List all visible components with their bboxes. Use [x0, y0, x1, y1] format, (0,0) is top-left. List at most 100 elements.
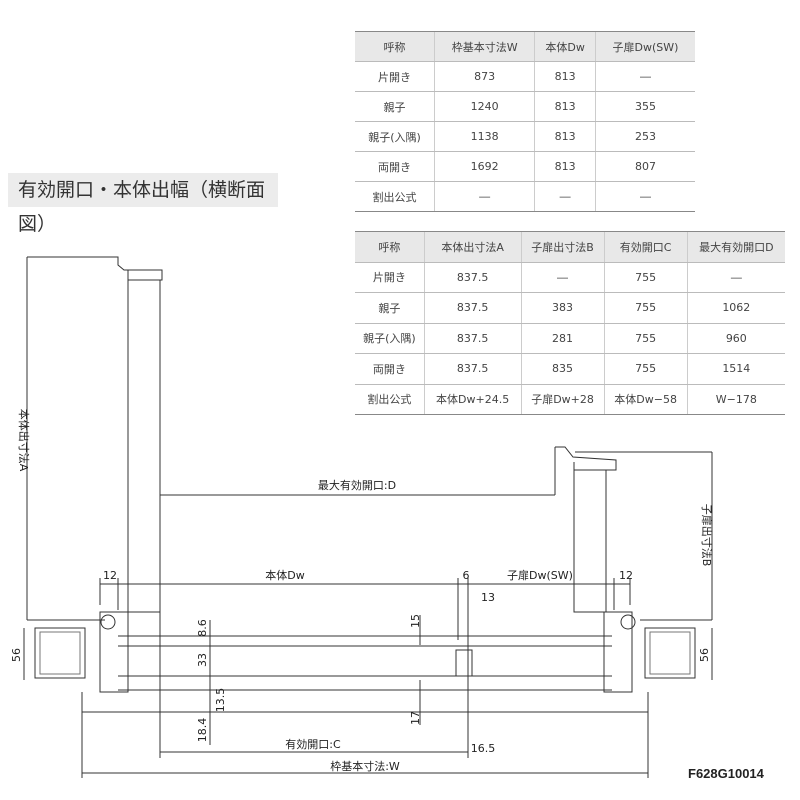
- table-cell: 755: [603, 292, 688, 324]
- table-header-cell: 呼称: [355, 31, 435, 62]
- table-cell: ―: [434, 181, 535, 212]
- table-row: 親子 1240 813 355: [355, 91, 695, 122]
- label-18-4: 18.4: [196, 718, 209, 743]
- table-header-row: 呼称 本体出寸法A 子扉出寸法B 有効開口C 最大有効開口D: [355, 231, 785, 263]
- table-cell: 813: [534, 91, 596, 122]
- table-header-cell: 本体出寸法A: [423, 231, 522, 263]
- label-12-right: 12: [619, 569, 633, 582]
- table-cell: ―: [534, 181, 596, 212]
- table-header-cell: 子扉Dw(SW): [594, 31, 695, 62]
- label-33: 33: [196, 653, 209, 667]
- table-cell: 837.5: [423, 353, 522, 385]
- label-17: 17: [409, 711, 422, 725]
- label-8-6: 8.6: [196, 619, 209, 637]
- table-row: 親子(入隅) 1138 813 253: [355, 121, 695, 152]
- label-56-left: 56: [10, 648, 23, 662]
- table-cell: 281: [520, 323, 605, 354]
- label-12-left: 12: [103, 569, 117, 582]
- table-cell: 片開き: [355, 61, 435, 92]
- table-cell: 807: [594, 151, 695, 182]
- label-56-right: 56: [698, 648, 711, 662]
- table-cell: 1138: [434, 121, 535, 152]
- table-cell: 813: [534, 151, 596, 182]
- table-row: 両開き 1692 813 807: [355, 151, 695, 182]
- table-row: 片開き 837.5 ― 755 ―: [355, 262, 785, 293]
- table-header-cell: 有効開口C: [603, 231, 688, 263]
- table-cell: 383: [520, 292, 605, 324]
- left-hinge: [100, 614, 116, 630]
- label-body-dw: 本体Dw: [265, 568, 304, 582]
- table-header-cell: 本体Dw: [534, 31, 596, 62]
- table-cell: 割出公式: [355, 181, 435, 212]
- table-row: 親子(入隅) 837.5 281 755 960: [355, 323, 785, 354]
- right-wall-block: [644, 627, 696, 679]
- frame-bottom: [81, 692, 649, 713]
- label-dim-d: 最大有効開口:D: [318, 478, 396, 492]
- table-cell: 813: [534, 61, 596, 92]
- table-cell: 1692: [434, 151, 535, 182]
- frame-dimension-table: 呼称 枠基本寸法W 本体Dw 子扉Dw(SW) 片開き 873 813 ― 親子…: [355, 31, 695, 212]
- table-cell: 本体Dw−58: [603, 384, 688, 415]
- label-6: 6: [463, 569, 470, 582]
- table-cell: 親子(入隅): [355, 121, 435, 152]
- table-cell: 837.5: [423, 262, 522, 293]
- table-cell: 1062: [686, 292, 785, 324]
- table-cell: W−178: [686, 384, 785, 415]
- table-cell: ―: [686, 262, 785, 293]
- table-cell: 837.5: [423, 323, 522, 354]
- table-cell: 両開き: [355, 151, 435, 182]
- table-cell: 子扉Dw+28: [520, 384, 605, 415]
- table-cell: 873: [434, 61, 535, 92]
- table-cell: 835: [520, 353, 605, 385]
- left-jamb: [99, 611, 129, 693]
- label-16-5: 16.5: [471, 742, 496, 755]
- table-cell: 755: [603, 323, 688, 354]
- right-hinge: [620, 614, 636, 630]
- right-jamb: [603, 611, 633, 693]
- meeting-stile: [455, 649, 473, 677]
- diagram-title: 有効開口・本体出幅（横断面図）: [8, 173, 278, 235]
- table-row: 割出公式 本体Dw+24.5 子扉Dw+28 本体Dw−58 W−178: [355, 384, 785, 415]
- table-header-cell: 呼称: [355, 231, 425, 263]
- table-cell: 親子: [355, 91, 435, 122]
- table-row: 親子 837.5 383 755 1062: [355, 292, 785, 324]
- label-dim-w: 枠基本寸法:W: [330, 759, 400, 773]
- table-row: 片開き 873 813 ―: [355, 61, 695, 92]
- table-cell: ―: [520, 262, 605, 293]
- table-cell: 960: [686, 323, 785, 354]
- table-header-cell: 最大有効開口D: [686, 231, 785, 263]
- table-cell: 755: [603, 262, 688, 293]
- table-header-cell: 子扉出寸法B: [520, 231, 605, 263]
- opening-dimension-table: 呼称 本体出寸法A 子扉出寸法B 有効開口C 最大有効開口D 片開き 837.5…: [355, 231, 785, 415]
- table-cell: 355: [594, 91, 695, 122]
- table-cell: 813: [534, 121, 596, 152]
- table-row: 割出公式 ― ― ―: [355, 181, 695, 212]
- table-cell: 割出公式: [355, 384, 425, 415]
- table-cell: 片開き: [355, 262, 425, 293]
- label-dim-c: 有効開口:C: [285, 737, 341, 751]
- table-header-cell: 枠基本寸法W: [434, 31, 535, 62]
- table-cell: 1514: [686, 353, 785, 385]
- table-cell: 両開き: [355, 353, 425, 385]
- table-cell: 親子(入隅): [355, 323, 425, 354]
- label-13: 13: [481, 591, 495, 604]
- table-cell: 1240: [434, 91, 535, 122]
- table-row: 両開き 837.5 835 755 1514: [355, 353, 785, 385]
- table-cell: 親子: [355, 292, 425, 324]
- table-header-row: 呼称 枠基本寸法W 本体Dw 子扉Dw(SW): [355, 31, 695, 62]
- right-wall-inner: [649, 631, 691, 675]
- main-door-leaf: [112, 256, 163, 613]
- table-cell: ―: [594, 181, 695, 212]
- label-15: 15: [409, 614, 422, 628]
- table-cell: 本体Dw+24.5: [423, 384, 522, 415]
- table-cell: ―: [594, 61, 695, 92]
- label-13-5: 13.5: [214, 688, 227, 713]
- left-wall-block: [34, 627, 86, 679]
- child-door-leaf: [555, 446, 617, 613]
- left-wall-inner: [39, 631, 81, 675]
- label-dim-b: 子扉出寸法B: [700, 504, 714, 567]
- table-cell: 837.5: [423, 292, 522, 324]
- table-cell: 253: [594, 121, 695, 152]
- label-child-dw: 子扉Dw(SW): [507, 569, 573, 582]
